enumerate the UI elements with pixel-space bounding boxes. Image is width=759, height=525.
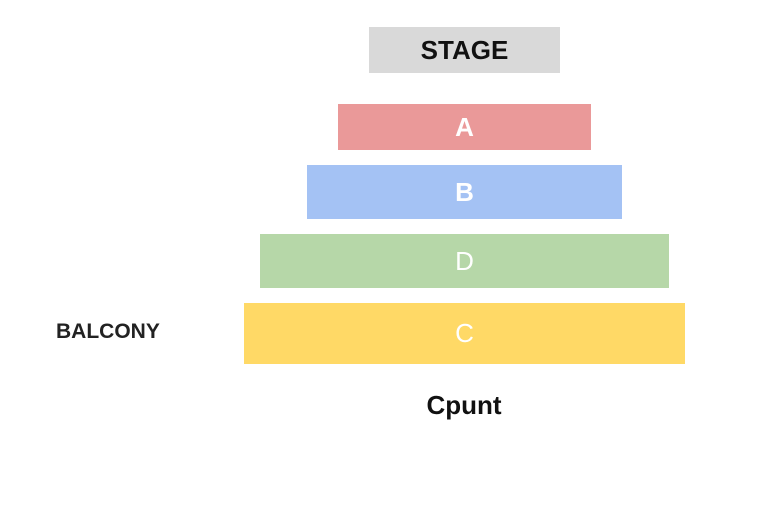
section-c-block[interactable]: C (244, 303, 685, 364)
stage-label: STAGE (420, 34, 509, 65)
section-d-block[interactable]: D (260, 234, 669, 288)
section-d-label: D (455, 245, 474, 276)
bottom-label: Cpunt (426, 390, 502, 420)
section-c-label: C (455, 318, 474, 348)
section-b-block[interactable]: B (307, 165, 622, 219)
section-a-block[interactable]: A (338, 104, 591, 150)
balcony-label: BALCONY (56, 320, 160, 343)
section-a-label: A (455, 111, 474, 142)
stage-block: STAGE (369, 27, 560, 73)
section-b-label: B (455, 176, 474, 207)
